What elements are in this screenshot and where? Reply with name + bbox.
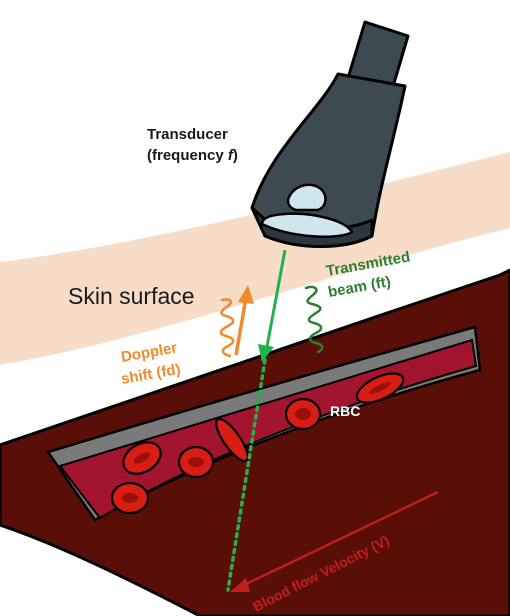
rbc-cell bbox=[122, 441, 162, 475]
transducer-lens bbox=[260, 212, 354, 238]
red-blood-cells bbox=[110, 372, 405, 515]
rbc-cell bbox=[284, 397, 322, 431]
rbc-cell bbox=[355, 372, 405, 404]
skin-surface-band bbox=[0, 152, 510, 365]
transmitted-wave bbox=[304, 285, 324, 354]
rbc-label: RBC bbox=[330, 403, 360, 419]
doppler-wave bbox=[219, 298, 235, 358]
rbc-cell bbox=[110, 481, 150, 515]
doppler-shift-arrow bbox=[234, 285, 254, 356]
doppler-label-line2: shift (fd) bbox=[120, 361, 182, 388]
transmitted-beam-arrow bbox=[258, 249, 287, 362]
transducer-label: Transducer bbox=[147, 126, 228, 143]
blood-flow-arrow bbox=[230, 490, 439, 592]
skin-surface-label: Skin surface bbox=[68, 283, 195, 309]
transducer bbox=[250, 20, 410, 248]
transducer-frequency-label: (frequency f) bbox=[147, 147, 238, 164]
rbc-cell bbox=[215, 417, 249, 463]
rbc-cell bbox=[177, 445, 215, 479]
transducer-window bbox=[286, 183, 327, 212]
beam-path-dotted bbox=[226, 358, 267, 592]
